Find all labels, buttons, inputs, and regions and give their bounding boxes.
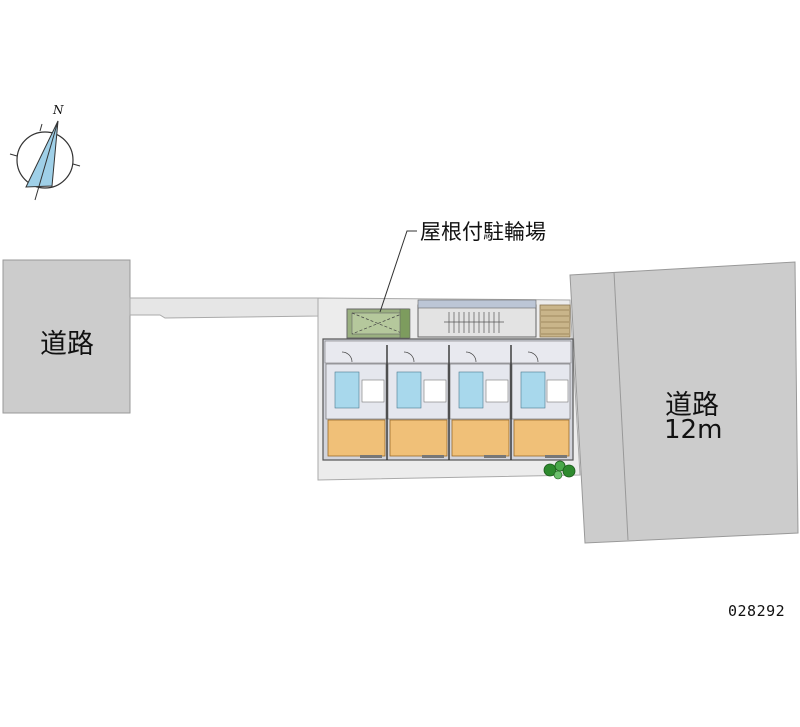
road-right-label: 道路 bbox=[665, 390, 719, 421]
unit-2-kitchen bbox=[423, 379, 447, 403]
unit-3-room bbox=[451, 419, 510, 457]
unit-dividers bbox=[386, 345, 512, 460]
unit-2-room bbox=[389, 419, 448, 457]
unit-3-kitchen bbox=[485, 379, 509, 403]
unit-2-door-swing bbox=[403, 351, 415, 363]
building-corridor bbox=[324, 340, 572, 364]
bike-parking-hatch bbox=[351, 312, 405, 335]
unit-1-kitchen bbox=[361, 379, 385, 403]
unit-1-room bbox=[327, 419, 386, 457]
bike-parking-leader-line bbox=[379, 230, 417, 313]
stair-structure bbox=[417, 304, 537, 338]
road-right bbox=[569, 261, 799, 544]
hedge-pattern bbox=[541, 309, 569, 335]
unit-2-bath bbox=[396, 371, 422, 409]
unit-4-kitchen bbox=[546, 379, 569, 403]
plants bbox=[543, 460, 576, 480]
bike-parking-label: 屋根付駐輪場 bbox=[420, 220, 546, 244]
bike-parking-hatch bbox=[351, 312, 405, 335]
unit-3-door-swing bbox=[465, 351, 477, 363]
stair-structure-roof bbox=[417, 299, 537, 309]
unit-1 bbox=[325, 351, 387, 458]
road-right-edge-line bbox=[613, 271, 629, 541]
road-left-label: 道路 bbox=[40, 329, 94, 360]
unit-4-door-swing bbox=[527, 351, 539, 363]
hedge-planter bbox=[539, 304, 571, 338]
access-path bbox=[129, 297, 319, 319]
road-right-width: 12m bbox=[664, 415, 723, 445]
unit-2-window bbox=[422, 455, 444, 458]
unit-4-window bbox=[545, 455, 567, 458]
unit-1-window bbox=[360, 455, 382, 458]
unit-4-bath bbox=[520, 371, 546, 409]
unit-3-window bbox=[484, 455, 506, 458]
unit-3 bbox=[449, 351, 511, 458]
map-id: 028292 bbox=[728, 602, 786, 620]
unit-1-bath bbox=[334, 371, 360, 409]
unit-4 bbox=[511, 351, 571, 458]
compass-rose-icon bbox=[9, 120, 81, 201]
unit-2 bbox=[387, 351, 449, 458]
unit-1-door-swing bbox=[341, 351, 353, 363]
bike-parking-side bbox=[399, 308, 411, 339]
unit-3-bath bbox=[458, 371, 484, 409]
stair-steps bbox=[444, 312, 504, 333]
unit-4-room bbox=[513, 419, 570, 457]
road-left bbox=[2, 259, 131, 414]
north-label: N bbox=[53, 103, 64, 117]
